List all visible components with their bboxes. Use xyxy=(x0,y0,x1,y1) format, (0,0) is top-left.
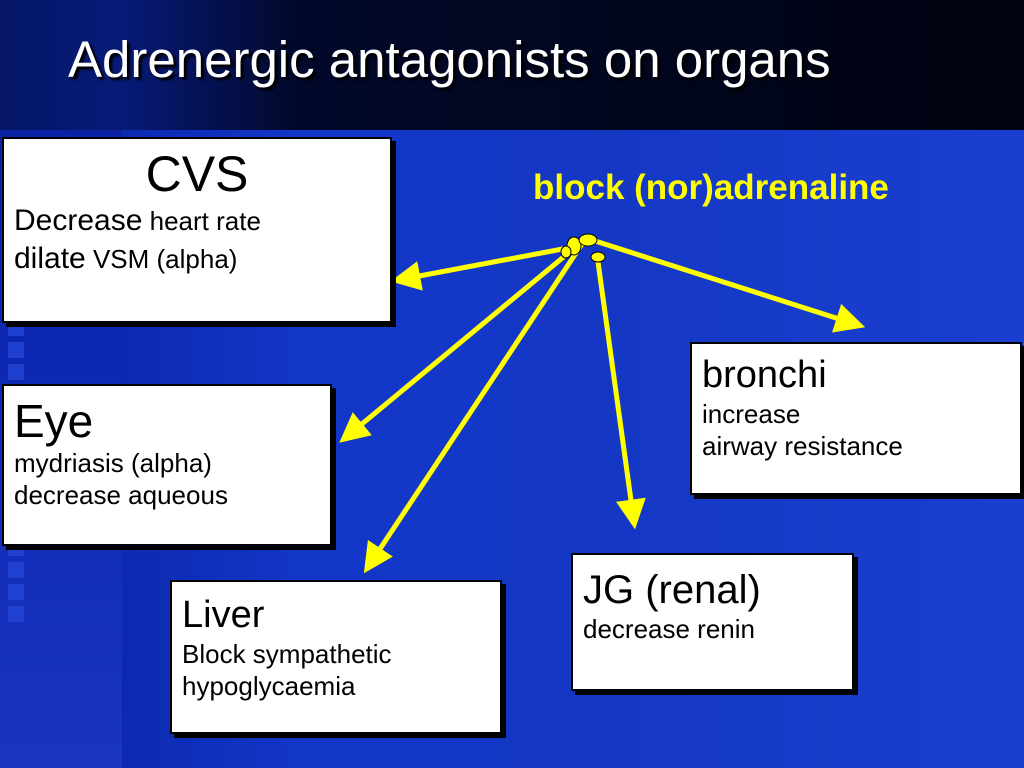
cvs-line-2-bold: dilate xyxy=(14,241,86,275)
bronchi-line-1: increase xyxy=(702,398,801,429)
eye-line-2: decrease aqueous xyxy=(14,480,228,511)
jg-heading: JG (renal) xyxy=(583,568,761,612)
slide-subtitle: block (nor)adrenaline xyxy=(533,168,889,207)
liver-heading: Liver xyxy=(182,594,265,636)
eye-heading: Eye xyxy=(14,395,94,447)
slide-title: Adrenergic antagonists on organs xyxy=(68,31,831,88)
cvs-heading: CVS xyxy=(145,146,249,202)
cvs-line-2: dilate VSM (alpha) xyxy=(14,240,380,278)
liver-line-1: Block sympathetic xyxy=(182,638,392,669)
arrow-to-bronchi xyxy=(589,237,866,333)
arrow-to-eye xyxy=(339,247,575,443)
cvs-box: CVS Decrease heart rate dilate VSM (alph… xyxy=(2,137,392,323)
arrow-to-cvs xyxy=(390,245,571,291)
eye-line-1: mydriasis (alpha) xyxy=(14,447,212,478)
liver-line-2: hypoglycaemia xyxy=(182,671,356,702)
top-band xyxy=(0,0,1024,130)
cvs-line-2-rest: VSM (alpha) xyxy=(85,243,238,274)
bronchi-box: bronchi increase airway resistance xyxy=(690,342,1022,495)
jg-line-1: decrease renin xyxy=(583,614,755,644)
arrow-to-jg xyxy=(595,259,646,530)
jg-box: JG (renal) decrease renin xyxy=(571,553,854,691)
bronchi-heading: bronchi xyxy=(702,354,827,396)
cvs-line-1-bold: Decrease xyxy=(14,204,143,237)
arrow-to-liver xyxy=(363,241,585,574)
cvs-line-1-rest: heart rate xyxy=(142,206,261,236)
cvs-line-1: Decrease heart rate xyxy=(14,202,380,240)
eye-box: Eye mydriasis (alpha) decrease aqueous xyxy=(2,384,332,546)
bronchi-line-2: airway resistance xyxy=(702,431,903,462)
liver-box: Liver Block sympathetic hypoglycaemia xyxy=(170,580,502,734)
